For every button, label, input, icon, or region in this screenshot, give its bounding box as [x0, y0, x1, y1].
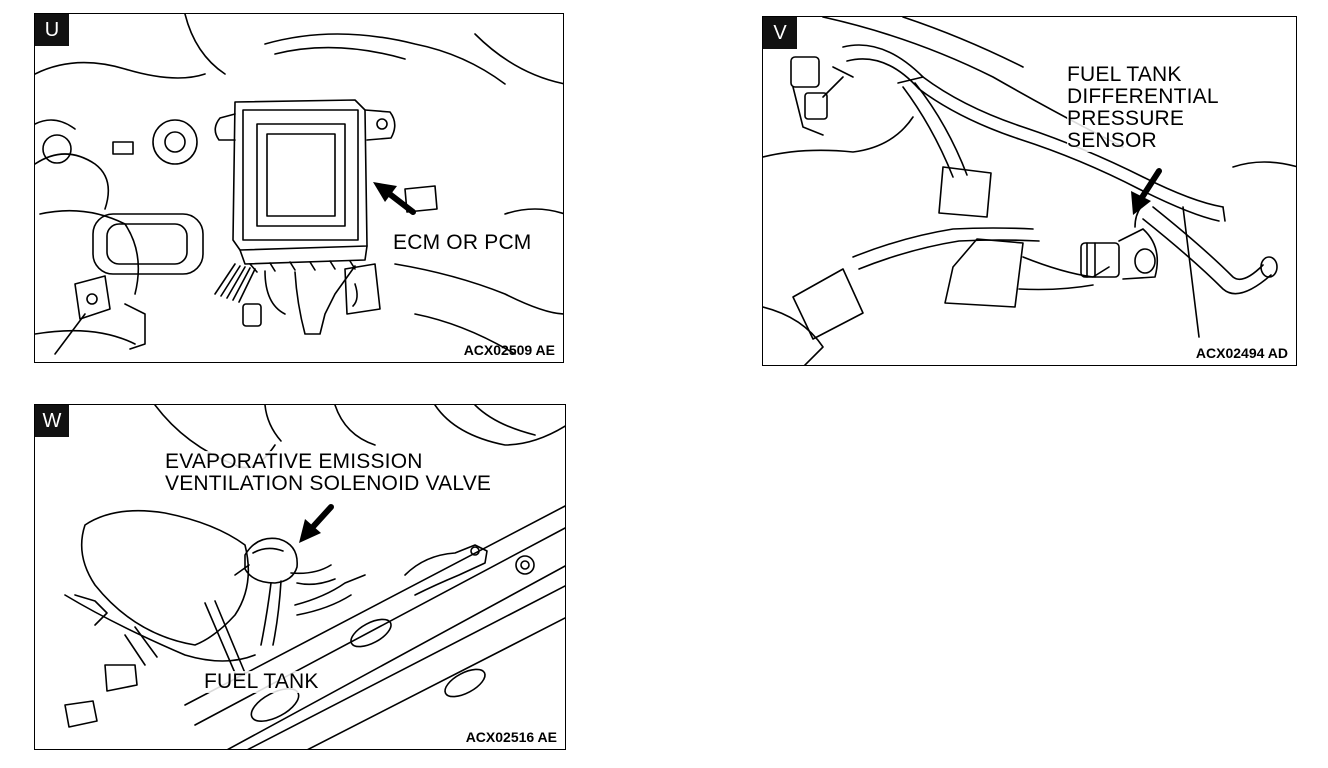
arrow-pointer-icon — [299, 504, 334, 543]
figure-code-w: ACX02516 AE — [465, 729, 557, 745]
pressure-sensor-label-line-3: PRESSURE — [1067, 107, 1185, 130]
pressure-sensor-label: FUEL TANK DIFFERENTIAL PRESSURE SENSOR — [1067, 64, 1219, 152]
panel-badge-w: W — [35, 405, 69, 437]
pressure-sensor-label-line-2: DIFFERENTIAL — [1067, 85, 1219, 108]
pressure-sensor-illustration — [763, 17, 1296, 365]
diagram-panel-u: U ECM OR PCM ACX02509 AE — [34, 13, 564, 363]
ecm-label: ECM OR PCM — [393, 231, 532, 254]
figure-code-v: ACX02494 AD — [1195, 345, 1288, 361]
arrow-pointer-icon — [1131, 168, 1162, 215]
pressure-sensor-label-line-1: FUEL TANK — [1067, 63, 1182, 86]
solenoid-valve-label-line-2: VENTILATION SOLENOID VALVE — [165, 472, 492, 495]
ecm-illustration — [35, 14, 563, 355]
fuel-tank-label: FUEL TANK — [204, 670, 319, 693]
panel-badge-v: V — [763, 17, 797, 49]
diagram-panel-w: W EVAPORATIVE EMISSION VENTILATION SOLEN… — [34, 404, 566, 750]
arrow-pointer-icon — [373, 182, 416, 215]
panel-badge-u: U — [35, 14, 69, 46]
pressure-sensor-label-line-4: SENSOR — [1067, 129, 1157, 152]
solenoid-valve-label-line-1: EVAPORATIVE EMISSION — [165, 450, 423, 473]
sensor-connector — [1080, 206, 1159, 280]
solenoid-valve-illustration — [64, 405, 565, 749]
figure-code-u: ACX02509 AE — [463, 342, 555, 358]
solenoid-valve-label: EVAPORATIVE EMISSION VENTILATION SOLENOI… — [165, 450, 492, 495]
solenoid-valve — [234, 537, 336, 646]
diagram-panel-v: V FUEL TANK DIFFERENTIAL PRESSURE SENSOR… — [762, 16, 1297, 366]
